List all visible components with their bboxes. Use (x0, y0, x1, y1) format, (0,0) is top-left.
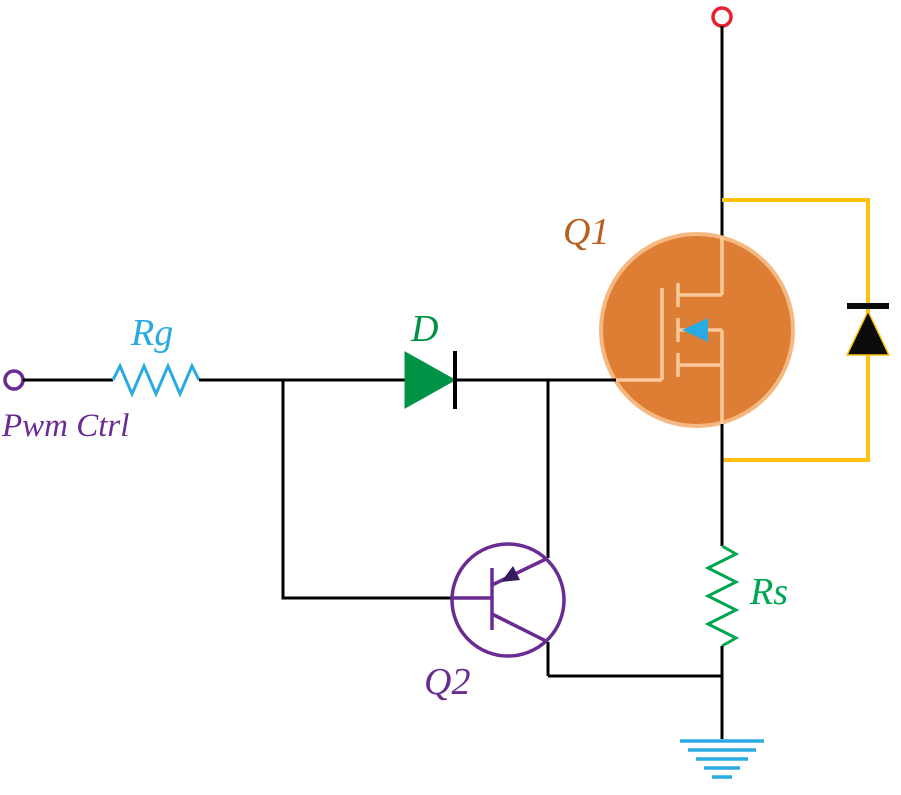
diode-triangle (404, 351, 457, 409)
mosfet-q1 (599, 232, 795, 428)
q1-label: Q1 (563, 211, 609, 253)
body-diode-triangle (845, 309, 891, 356)
q2-arrow-icon (501, 566, 520, 582)
ground-symbol (680, 739, 764, 779)
diode-d (404, 351, 457, 409)
supply-terminal (711, 6, 733, 28)
rs-label: Rs (749, 571, 788, 613)
resistor-rg (111, 362, 201, 398)
d-label: D (410, 308, 438, 350)
q2-label: Q2 (424, 661, 470, 703)
pwm-label: Pwm Ctrl (1, 408, 129, 444)
rg-label: Rg (130, 312, 173, 354)
body-diode (845, 303, 891, 356)
branch-wire-to-q2-base (281, 380, 452, 600)
pwm-terminal (3, 369, 25, 391)
q2-body-circle (450, 542, 566, 658)
q2-symbol (452, 556, 549, 644)
resistor-rs (704, 544, 740, 648)
mosfet-arrow-icon (682, 318, 708, 342)
transistor-q2 (450, 542, 566, 658)
